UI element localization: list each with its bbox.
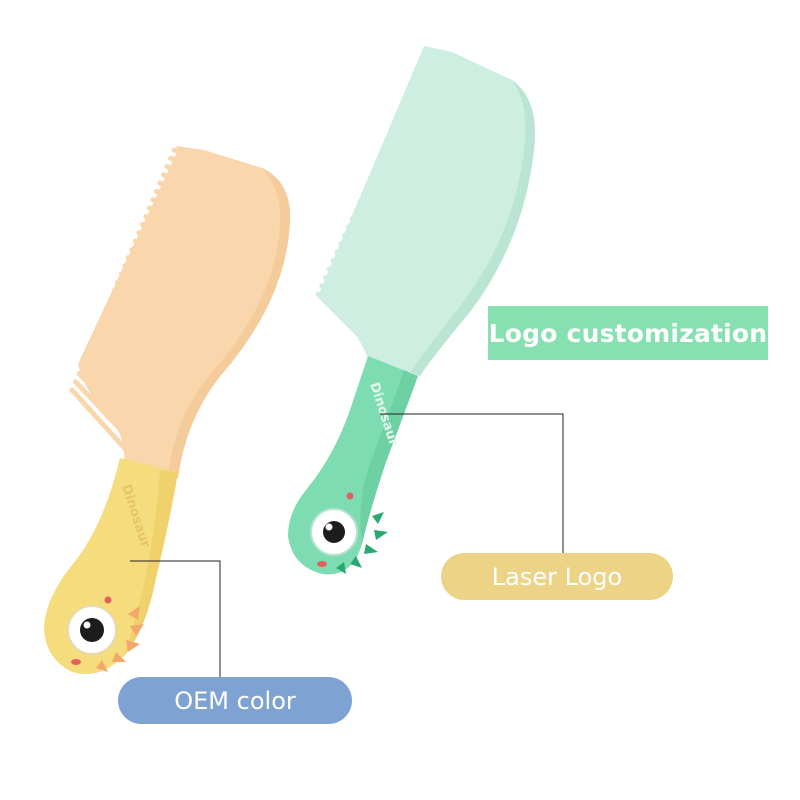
oem-color-callout-line: [130, 560, 221, 677]
laser-logo-pill: Laser Logo: [441, 553, 673, 600]
mint-comb-spikes: [336, 512, 388, 574]
peach-comb-spikes: [96, 606, 144, 672]
peach-comb-eye: [67, 605, 117, 655]
peach-comb-body: [78, 146, 291, 478]
mint-comb: Dinosaur: [288, 46, 536, 575]
comb-tooth: [69, 387, 131, 455]
laser-logo-callout-line: [380, 413, 564, 553]
logo-customization-banner: Logo customization: [488, 306, 768, 360]
oem-color-pill: OEM color: [118, 677, 352, 724]
peach-comb: Dinosaur: [44, 146, 291, 674]
mint-comb-eye: [310, 508, 358, 556]
